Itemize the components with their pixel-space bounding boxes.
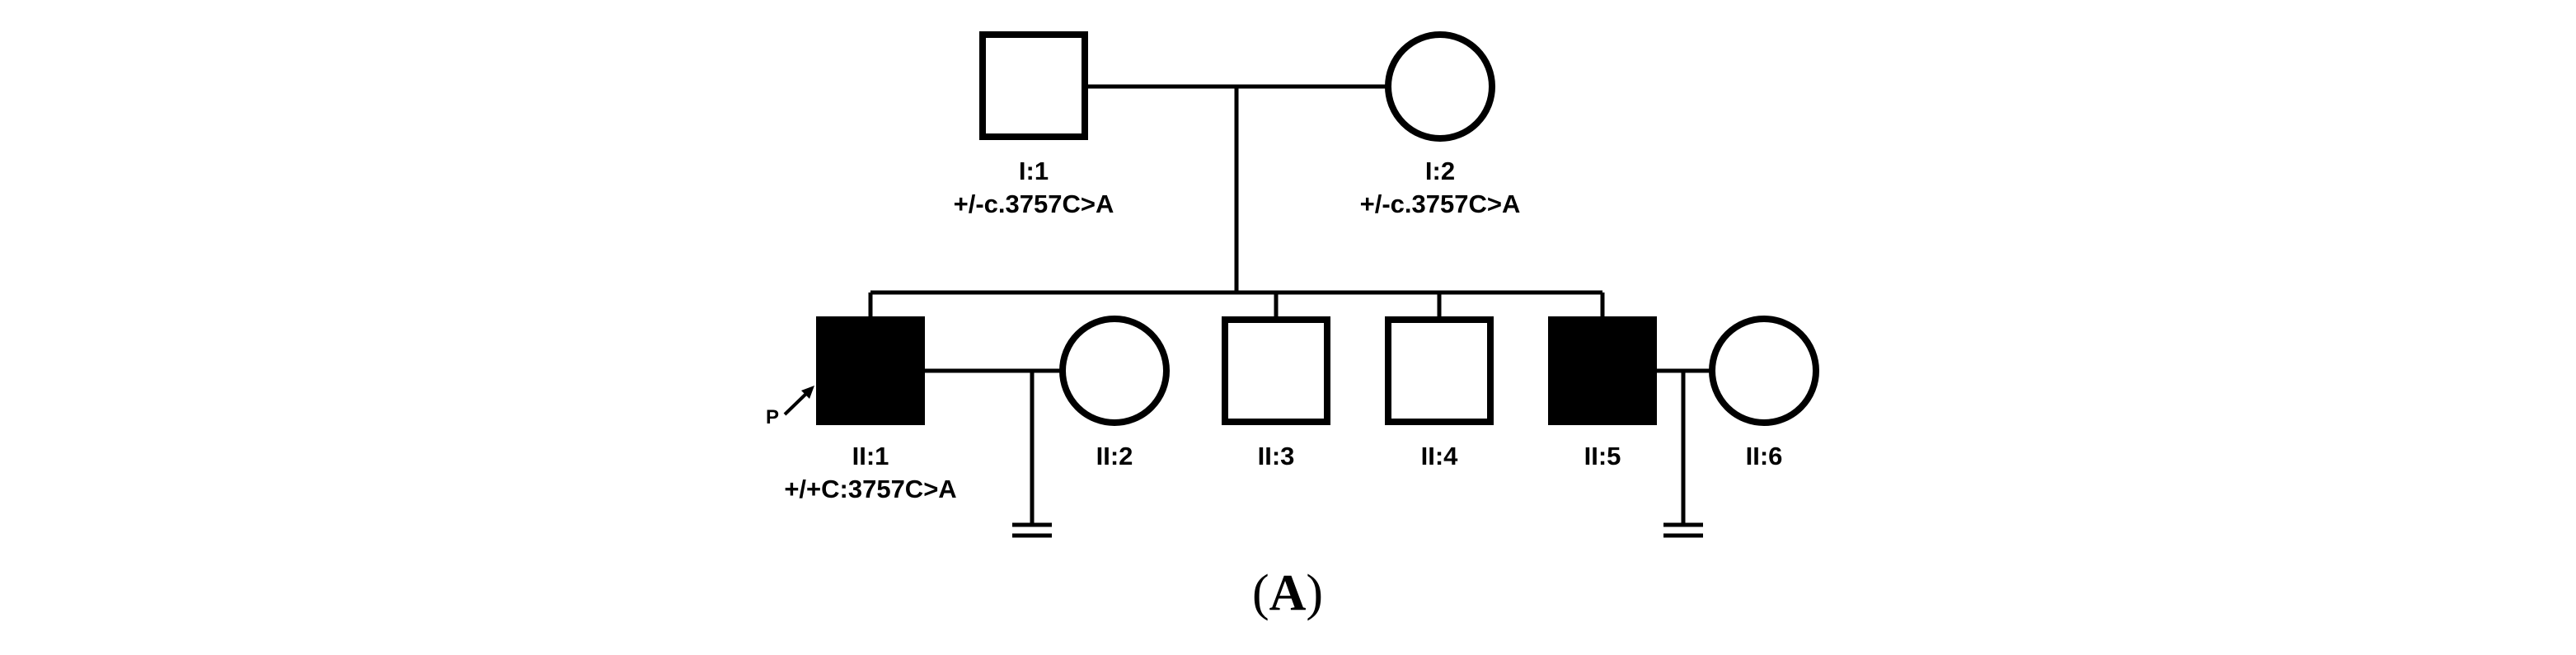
- individual-ii5-id: II:5: [1584, 442, 1621, 470]
- pedigree-lines: [868, 84, 1711, 538]
- individual-i2-female-symbol: [1385, 31, 1495, 142]
- individual-i1-genotype: +/-c.3757C>A: [954, 189, 1114, 218]
- individual-ii6-id: II:6: [1746, 442, 1783, 470]
- individual-ii4-male-symbol: [1385, 316, 1494, 425]
- individual-i2-genotype: +/-c.3757C>A: [1360, 189, 1521, 218]
- individual-ii2-female-symbol: [1059, 316, 1170, 426]
- proband-marker: P: [766, 406, 779, 428]
- individual-i2-id: I:2: [1425, 157, 1455, 185]
- generation-1: I:1 +/-c.3757C>A I:2 +/-c.3757C>A: [954, 31, 1521, 218]
- figure-caption: (A): [1252, 565, 1323, 621]
- generation-2: P II:1 +/+C:3757C>A II:2 II:3 II:4 II:5 …: [766, 316, 1819, 503]
- individual-ii6-female-symbol: [1709, 316, 1819, 426]
- individual-ii1-id: II:1: [852, 442, 889, 470]
- individual-ii3-id: II:3: [1258, 442, 1295, 470]
- individual-ii4-id: II:4: [1421, 442, 1459, 470]
- individual-ii2-id: II:2: [1096, 442, 1133, 470]
- individual-ii1-male-symbol: [816, 316, 925, 425]
- individual-i1-male-symbol: [979, 31, 1088, 140]
- individual-ii5-male-symbol: [1548, 316, 1657, 425]
- caption-letter: A: [1269, 565, 1307, 621]
- caption-open-paren: (: [1252, 565, 1269, 621]
- individual-ii1-genotype: +/+C:3757C>A: [784, 475, 956, 503]
- individual-ii3-male-symbol: [1222, 316, 1330, 425]
- individual-i1-id: I:1: [1019, 157, 1049, 185]
- caption-close-paren: ): [1306, 565, 1323, 621]
- proband-arrow-icon: [783, 386, 814, 416]
